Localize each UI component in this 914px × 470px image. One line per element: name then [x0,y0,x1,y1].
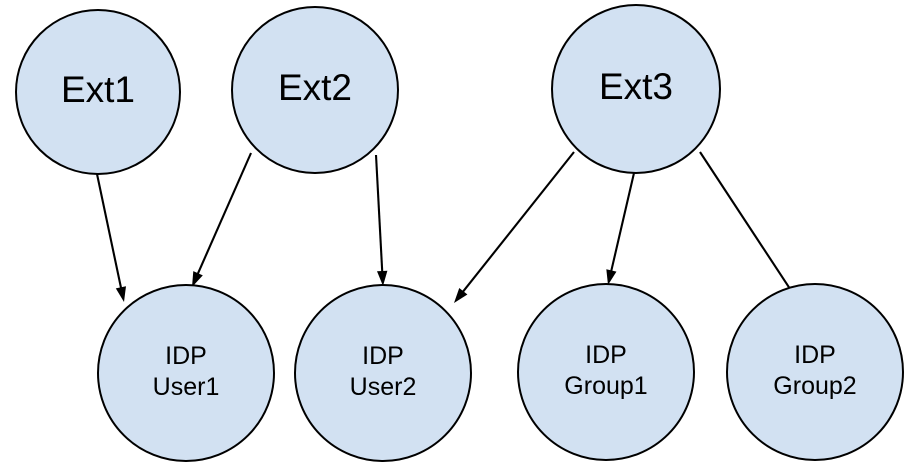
edge-arrow [192,152,252,287]
edge-line [374,154,384,274]
edge-line [699,151,793,292]
node-circle[interactable] [15,9,181,175]
edge-arrow [95,173,126,302]
node-circle[interactable] [97,284,275,462]
edge-line [609,172,636,274]
node-ext1[interactable]: Ext1 [15,9,181,175]
node-ext3[interactable]: Ext3 [551,4,721,174]
arrowhead-icon [115,286,126,302]
node-circle[interactable] [726,283,904,461]
edge-arrow [454,151,575,303]
edge-arrow [699,151,798,301]
node-ext2[interactable]: Ext2 [231,6,399,174]
edge-line [196,152,252,276]
edges-layer [95,151,798,303]
edge-arrow [606,172,636,285]
node-circle[interactable] [517,283,695,461]
arrowhead-icon [192,271,203,287]
arrowhead-icon [606,269,617,285]
node-circle[interactable] [231,6,399,174]
arrowhead-icon [454,288,468,303]
edge-arrow [374,154,388,286]
edge-line [95,173,123,290]
node-circle[interactable] [294,284,472,462]
arrowhead-icon [377,270,388,286]
edge-line [460,151,575,294]
node-circle[interactable] [551,4,721,174]
